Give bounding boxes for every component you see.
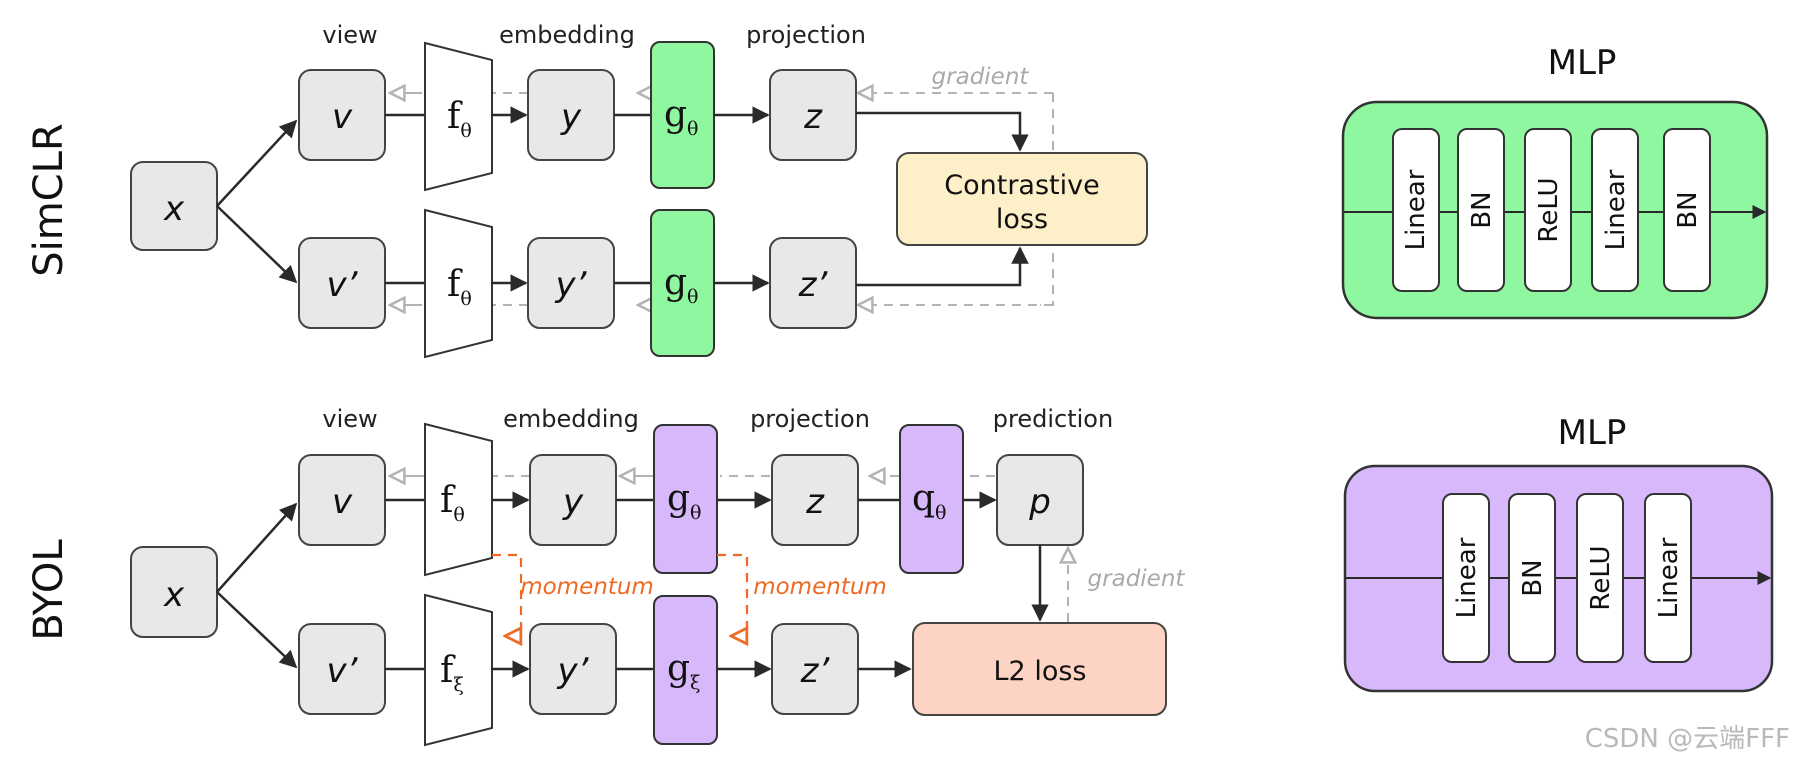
byol-header-view: view <box>322 405 377 433</box>
mlp-byol-layer: BN <box>1508 493 1556 663</box>
mlp-simclr-panel: MLP Linear BN ReLU Linear BN <box>1341 43 1769 320</box>
byol-momentum-path-2 <box>717 553 747 636</box>
mlp-simclr-layer-label: Linear <box>1401 169 1431 250</box>
byol-header-projection: projection <box>750 405 870 433</box>
simclr-projection-top-label: z <box>803 97 823 137</box>
byol-encoder-online <box>424 422 493 577</box>
mlp-byol-layer-label: Linear <box>1452 537 1482 618</box>
mlp-byol-panel: MLP Linear BN ReLU Linear <box>1343 413 1774 693</box>
byol-arrow-x-to-v-prime <box>216 591 298 669</box>
simclr-arrow-z-prime-to-loss <box>856 246 1029 287</box>
simclr-header-view: view <box>322 21 377 49</box>
simclr-encoder-bottom-label: fθ <box>447 264 472 310</box>
simclr-view-top-label: v <box>332 97 353 137</box>
simclr-header-projection: projection <box>746 21 866 49</box>
mlp-byol-layer-label: ReLU <box>1586 545 1616 610</box>
mlp-simclr-layer: ReLU <box>1524 128 1572 292</box>
simclr-embedding-top-label: y <box>560 97 582 137</box>
simclr-input-label: x <box>163 189 185 229</box>
simclr-projection-box-bottom <box>769 237 857 329</box>
simclr-encoder-top <box>424 41 493 192</box>
byol-title: BYOL <box>26 539 72 641</box>
simclr-projector-bottom-label: gθ <box>664 262 699 308</box>
byol-encoder-target <box>424 593 493 747</box>
byol-view-top-label: v <box>332 482 353 522</box>
byol-loss-label: L2 loss <box>994 656 1087 687</box>
mlp-simclr-title: MLP <box>1548 43 1617 83</box>
mlp-byol-layer-label: BN <box>1518 559 1548 596</box>
simclr-title: SimCLR <box>26 123 72 276</box>
simclr-arrow-z-to-loss <box>856 111 1029 152</box>
byol-header-embedding: embedding <box>503 405 639 433</box>
byol-projector-target-label: gξ <box>667 648 701 694</box>
byol-embedding-top-label: y <box>562 482 584 522</box>
byol-l2-loss-box <box>912 622 1167 716</box>
mlp-simclr-layer: Linear <box>1392 128 1440 292</box>
byol-momentum-label-1: momentum <box>520 574 654 600</box>
simclr-arrow-x-to-v <box>216 119 298 207</box>
mlp-byol-layer: Linear <box>1644 493 1692 663</box>
simclr-embedding-bottom-label: y’ <box>555 265 588 305</box>
simclr-projection-bottom-label: z’ <box>798 265 829 305</box>
mlp-byol-layer: Linear <box>1442 493 1490 663</box>
mlp-simclr-layer: BN <box>1457 128 1505 292</box>
byol-header-prediction: prediction <box>993 405 1113 433</box>
mlp-simclr-layer: Linear <box>1591 128 1639 292</box>
mlp-byol-layer: ReLU <box>1576 493 1624 663</box>
simclr-projector-top-label: gθ <box>664 94 699 140</box>
byol-gradient-label: gradient <box>1088 566 1186 592</box>
byol-section: BYOL view embedding projection predictio… <box>26 405 1186 747</box>
simclr-arrow-x-to-v-prime <box>216 205 298 284</box>
byol-encoder-target-label: fξ <box>440 650 464 696</box>
simclr-gradient-label: gradient <box>932 64 1030 90</box>
byol-projector-online-label: gθ <box>667 478 702 524</box>
byol-projection-bottom-label: z’ <box>800 651 831 691</box>
byol-embedding-bottom-label: y’ <box>557 651 590 691</box>
byol-encoder-online-label: fθ <box>440 480 465 526</box>
byol-view-bottom-label: v’ <box>327 651 359 691</box>
mlp-simclr-layer: BN <box>1663 128 1711 292</box>
mlp-simclr-layer-label: BN <box>1673 191 1703 228</box>
watermark-text: CSDN @云端FFF <box>1584 724 1790 754</box>
mlp-simclr-layer-label: ReLU <box>1534 177 1564 242</box>
simclr-loss-line1: Contrastive <box>944 170 1099 201</box>
byol-predictor-label: qθ <box>912 478 947 524</box>
mlp-simclr-layer-label: Linear <box>1601 169 1631 250</box>
byol-arrow-x-to-v <box>216 502 298 593</box>
simclr-loss-line2: loss <box>996 204 1048 235</box>
mlp-byol-title: MLP <box>1558 413 1627 453</box>
simclr-encoder-top-label: fθ <box>447 96 472 142</box>
byol-input-label: x <box>163 575 185 615</box>
simclr-encoder-bottom <box>424 208 493 359</box>
simclr-projection-box-top <box>769 69 857 161</box>
simclr-section: SimCLR view embedding projection gradien… <box>26 21 1148 359</box>
simclr-view-bottom-label: v’ <box>327 265 359 305</box>
simclr-header-embedding: embedding <box>499 21 635 49</box>
byol-projection-top-label: z <box>805 482 825 522</box>
simclr-contrastive-loss-box <box>896 152 1148 246</box>
byol-momentum-path-1 <box>492 553 521 636</box>
byol-momentum-label-2: momentum <box>753 574 887 600</box>
mlp-simclr-layer-label: BN <box>1467 191 1497 228</box>
mlp-byol-layer-label: Linear <box>1654 537 1684 618</box>
byol-prediction-label: p <box>1028 482 1051 522</box>
